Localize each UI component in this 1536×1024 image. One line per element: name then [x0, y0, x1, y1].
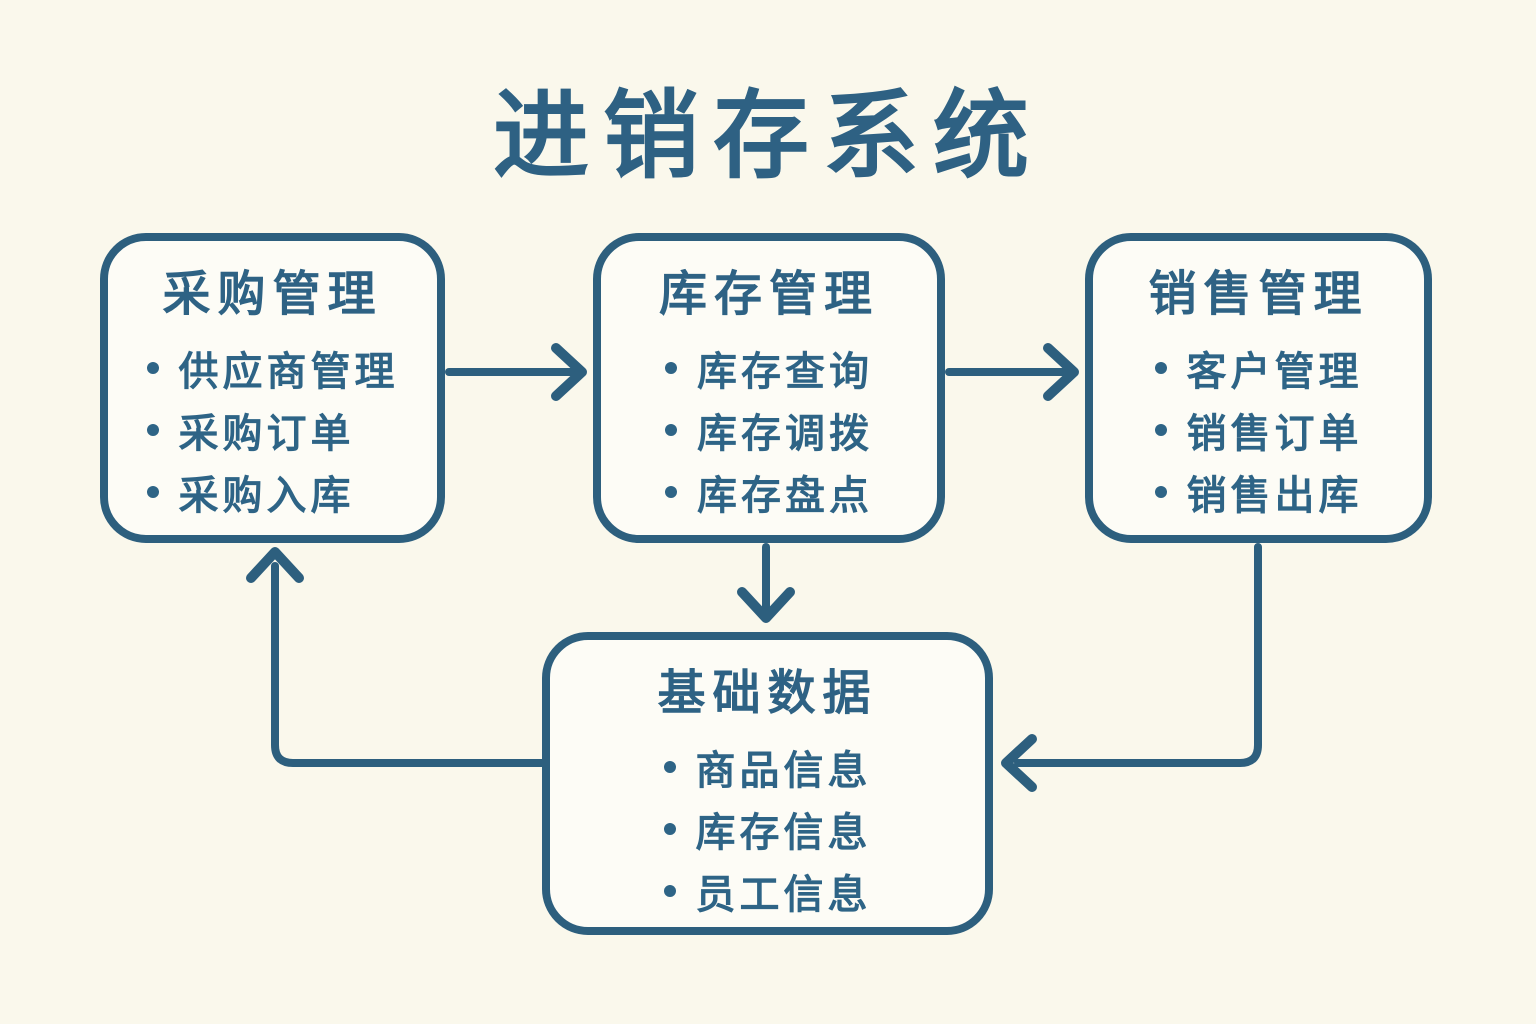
list-item-label: 采购入库: [178, 474, 355, 518]
page-title: 进销存系统: [493, 83, 1043, 190]
node-item-list: 客户管理 销售订单 销售出库: [1154, 337, 1363, 523]
list-item: 库存信息: [663, 798, 872, 860]
arrow-basedata-to-purchase: [246, 547, 546, 767]
node-title: 库存管理: [658, 268, 879, 321]
bullet-dot-icon: [663, 823, 676, 835]
list-item: 销售出库: [1154, 461, 1363, 523]
bullet-dot-icon: [663, 885, 676, 897]
list-item-label: 供应商管理: [178, 350, 399, 394]
list-item: 商品信息: [663, 736, 872, 798]
list-item-label: 员工信息: [695, 873, 872, 917]
list-item: 库存盘点: [665, 461, 873, 523]
list-item-label: 销售订单: [1186, 412, 1363, 456]
node-title: 基础数据: [657, 667, 878, 720]
bullet-dot-icon: [665, 486, 677, 498]
list-item: 库存查询: [665, 337, 873, 399]
arrow-inventory-to-basedata: [737, 543, 795, 623]
arrow-sales-to-basedata: [1001, 543, 1262, 792]
node-base-data: 基础数据 商品信息 库存信息 员工信息: [542, 632, 993, 935]
list-item-label: 销售出库: [1186, 474, 1363, 518]
list-item: 采购入库: [146, 461, 399, 523]
bullet-dot-icon: [665, 424, 677, 436]
list-item: 客户管理: [1154, 337, 1363, 399]
list-item: 供应商管理: [146, 337, 399, 399]
list-item-label: 客户管理: [1186, 350, 1363, 394]
bullet-dot-icon: [665, 362, 677, 374]
list-item: 销售订单: [1154, 399, 1363, 461]
bullet-dot-icon: [146, 424, 159, 436]
list-item-label: 库存信息: [695, 811, 872, 855]
node-item-list: 商品信息 库存信息 员工信息: [663, 736, 872, 922]
bullet-dot-icon: [663, 761, 676, 773]
node-title: 采购管理: [162, 268, 383, 321]
list-item-label: 库存盘点: [697, 474, 873, 518]
bullet-dot-icon: [146, 362, 159, 374]
list-item-label: 库存查询: [697, 350, 873, 394]
list-item-label: 库存调拨: [697, 412, 873, 456]
list-item: 员工信息: [663, 860, 872, 922]
node-inventory-management: 库存管理 库存查询 库存调拨 库存盘点: [593, 233, 945, 543]
arrow-purchase-to-inventory: [445, 343, 587, 401]
bullet-dot-icon: [1154, 424, 1167, 436]
node-purchase-management: 采购管理 供应商管理 采购订单 采购入库: [100, 233, 445, 543]
list-item-label: 采购订单: [178, 412, 355, 456]
arrow-inventory-to-sales: [945, 343, 1079, 401]
node-sales-management: 销售管理 客户管理 销售订单 销售出库: [1085, 233, 1432, 543]
list-item: 库存调拨: [665, 399, 873, 461]
bullet-dot-icon: [1154, 362, 1167, 374]
bullet-dot-icon: [1154, 486, 1167, 498]
node-item-list: 库存查询 库存调拨 库存盘点: [665, 337, 873, 523]
list-item: 采购订单: [146, 399, 399, 461]
list-item-label: 商品信息: [695, 749, 872, 793]
node-title: 销售管理: [1148, 268, 1369, 321]
node-item-list: 供应商管理 采购订单 采购入库: [146, 337, 399, 523]
bullet-dot-icon: [146, 486, 159, 498]
